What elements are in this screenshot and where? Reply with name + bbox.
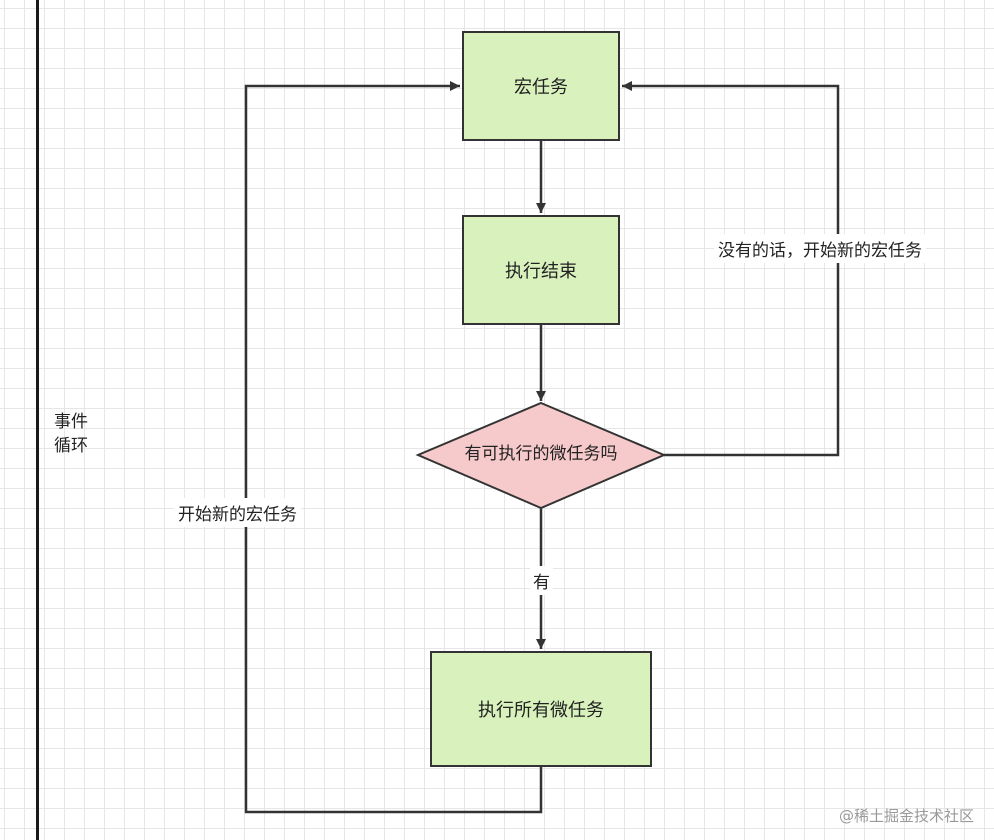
execution-done-node: 执行结束: [462, 215, 620, 325]
loop-back-label: 开始新的宏任务: [174, 498, 301, 527]
edge-no-to-macro: [622, 81, 840, 457]
no-branch-label: 没有的话，开始新的宏任务: [714, 234, 926, 263]
vertical-divider: [36, 0, 39, 840]
event-loop-label: 事件 循环: [54, 412, 88, 456]
run-all-micro-label: 执行所有微任务: [478, 700, 604, 721]
yes-branch-label: 有: [530, 566, 553, 595]
edge-loop-to-macro: [244, 81, 543, 814]
macro-task-node: 宏任务: [462, 31, 620, 141]
decision-label: 有可执行的微任务吗: [464, 444, 618, 464]
run-all-micro-node: 执行所有微任务: [430, 651, 652, 767]
execution-done-label: 执行结束: [505, 261, 577, 282]
watermark: @稀土掘金技术社区: [838, 807, 974, 825]
macro-task-label: 宏任务: [514, 77, 568, 98]
